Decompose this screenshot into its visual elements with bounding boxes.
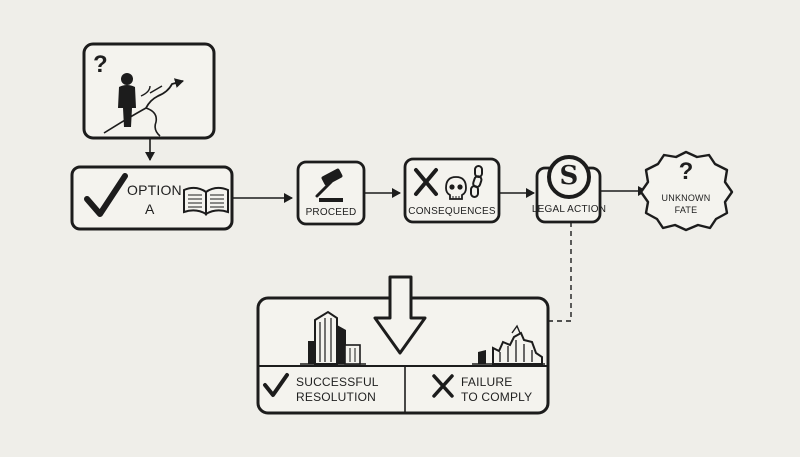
legal-action-label: LEGAL ACTION bbox=[531, 204, 607, 215]
fate-question-mark: ? bbox=[678, 158, 694, 185]
skull-icon bbox=[445, 176, 467, 200]
ruined-building-icon bbox=[472, 324, 545, 365]
consequences-label: CONSEQUENCES bbox=[408, 206, 496, 217]
unknown-fate-badge bbox=[639, 150, 734, 232]
chain-icon bbox=[470, 165, 483, 198]
x-mark-icon bbox=[414, 168, 438, 196]
failure-label-line2: TO COMPLY bbox=[461, 390, 533, 404]
fate-label-line2: FATE bbox=[674, 205, 698, 215]
checkmark-icon bbox=[84, 173, 128, 217]
skyscraper-icon bbox=[300, 310, 366, 365]
person-at-crossroads-icon bbox=[103, 73, 184, 137]
fate-label-line1: UNKNOWN bbox=[661, 193, 711, 203]
option-label-line2: A bbox=[145, 201, 155, 217]
legal-seal-symbol: S bbox=[559, 161, 579, 191]
failure-x-icon bbox=[432, 374, 454, 398]
success-label-line2: RESOLUTION bbox=[296, 390, 377, 404]
success-check-icon bbox=[263, 373, 289, 397]
legal-seal-icon bbox=[547, 155, 591, 199]
option-label-line1: OPTION bbox=[127, 182, 182, 198]
open-book-icon bbox=[183, 186, 229, 216]
success-label-line1: SUCCESSFUL bbox=[296, 375, 379, 389]
down-arrow-icon bbox=[373, 275, 427, 355]
failure-label-line1: FAILURE bbox=[461, 375, 513, 389]
start-question-mark: ? bbox=[93, 51, 108, 78]
proceed-label: PROCEED bbox=[305, 207, 357, 218]
gavel-icon bbox=[315, 168, 343, 202]
